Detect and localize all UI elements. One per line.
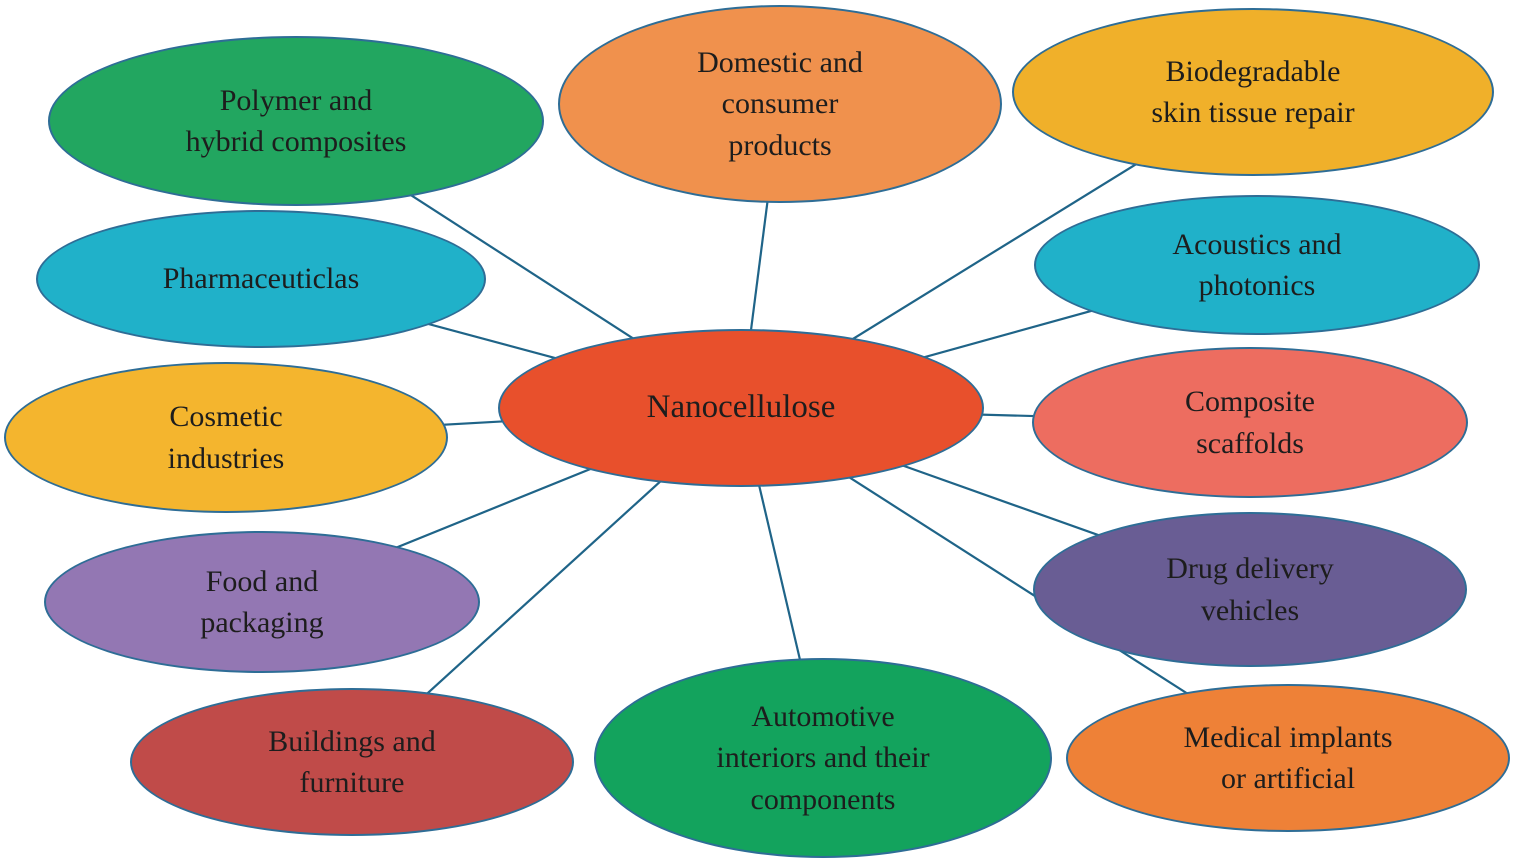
node-label: Medical implants or artificial <box>1183 720 1393 795</box>
node-label: Composite scaffolds <box>1184 385 1315 460</box>
node-food-packaging: Food and packaging <box>44 531 480 673</box>
node-label: Cosmetic industries <box>167 400 285 475</box>
node-drug-delivery-vehicles: Drug delivery vehicles <box>1033 512 1467 667</box>
node-medical-implants: Medical implants or artificial <box>1066 684 1510 832</box>
node-acoustics-photonics: Acoustics and photonics <box>1034 195 1480 335</box>
node-label: Automotive interiors and their component… <box>716 699 930 816</box>
node-polymer-hybrid-composites: Polymer and hybrid composites <box>48 36 544 206</box>
node-automotive-interiors: Automotive interiors and their component… <box>594 658 1052 858</box>
node-buildings-furniture: Buildings and furniture <box>130 688 574 836</box>
center-node-label: Nanocellulose <box>646 389 836 426</box>
node-label: Buildings and furniture <box>268 724 436 799</box>
node-nanocellulose: Nanocellulose <box>498 329 984 487</box>
node-domestic-consumer-products: Domestic and consumer products <box>558 5 1002 203</box>
node-pharmaceuticals: Pharmaceuticlas <box>36 210 486 348</box>
node-label: Drug delivery vehicles <box>1166 552 1334 627</box>
node-label: Polymer and hybrid composites <box>185 83 407 158</box>
node-label: Food and packaging <box>200 564 324 639</box>
node-label: Domestic and consumer products <box>697 45 863 162</box>
node-label: Acoustics and photonics <box>1172 227 1342 302</box>
node-cosmetic-industries: Cosmetic industries <box>4 362 448 513</box>
node-biodegradable-skin-tissue-repair: Biodegradable skin tissue repair <box>1012 8 1494 176</box>
node-label: Biodegradable skin tissue repair <box>1151 54 1355 129</box>
node-label: Pharmaceuticlas <box>162 262 360 296</box>
node-composite-scaffolds: Composite scaffolds <box>1032 347 1468 498</box>
